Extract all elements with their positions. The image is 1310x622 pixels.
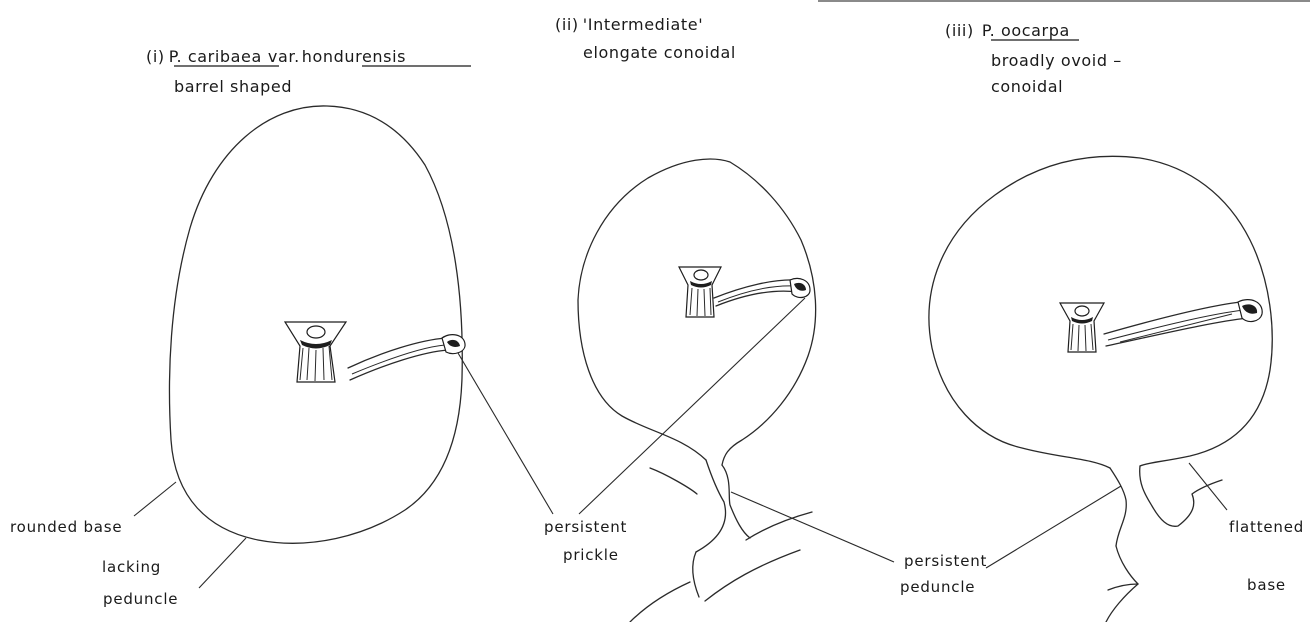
label-persistent-peduncle-2: peduncle (900, 578, 975, 596)
leader-flattened-base (1189, 463, 1227, 510)
prickle-ii (714, 278, 810, 306)
panel-ii-numeral: (ii) (555, 15, 579, 34)
umbo-i (285, 322, 346, 382)
umbo-ii (679, 267, 721, 317)
peduncle-ii (630, 460, 812, 622)
leader-prickle-ii (579, 298, 805, 514)
cone-iii-outline (929, 156, 1272, 468)
leader-peduncle-iii (986, 486, 1121, 568)
svg-text:(ii)'Intermediate': (ii)'Intermediate' (555, 15, 703, 34)
panel-i-shape: barrel shaped (174, 77, 292, 96)
umbo-iii (1060, 303, 1104, 352)
panel-i-species: P. caribaea (169, 47, 262, 66)
label-peduncle-lacking: peduncle (103, 590, 178, 608)
panel-ii-shape: elongate conoidal (583, 43, 736, 62)
leader-lacking-peduncle (199, 538, 246, 588)
label-rounded-base: rounded base (10, 518, 122, 536)
label-persistent-prickle-2: prickle (563, 546, 619, 564)
leader-rounded-base (134, 482, 176, 516)
panel-ii-name: 'Intermediate' (583, 15, 703, 34)
panel-iii-numeral: (iii) (945, 21, 974, 40)
label-flattened-base-2: base (1247, 576, 1286, 594)
panel-ii: (ii)'Intermediate' elongate conoidal (544, 15, 894, 622)
label-persistent-peduncle-1: persistent (904, 552, 987, 570)
prickle-iii (1104, 300, 1262, 346)
panel-iii-species: P. oocarpa (982, 21, 1070, 40)
panel-i-numeral: (i) (146, 47, 165, 66)
leader-peduncle-ii (731, 492, 894, 562)
peduncle-iii (1106, 466, 1222, 622)
label-lacking: lacking (102, 558, 161, 576)
label-persistent-prickle-1: persistent (544, 518, 627, 536)
leader-prickle-i (458, 353, 553, 514)
panel-iii-shape-line2: conoidal (991, 77, 1063, 96)
prickle-i (348, 335, 465, 380)
panel-iii-shape-line1: broadly ovoid – (991, 51, 1122, 70)
panel-i: (i)P. caribaea var.hondurensis barrel sha… (10, 47, 553, 608)
panel-i-variety: hondurensis (302, 47, 406, 66)
panel-iii: (iii) P. oocarpa broadly ovoid – conoidal (900, 21, 1304, 622)
label-flattened-base-1: flattened (1229, 518, 1304, 536)
panel-i-connector: var. (268, 47, 300, 66)
svg-text:(iii)P. oocarpa: (iii) P. oocarpa (945, 21, 1070, 40)
